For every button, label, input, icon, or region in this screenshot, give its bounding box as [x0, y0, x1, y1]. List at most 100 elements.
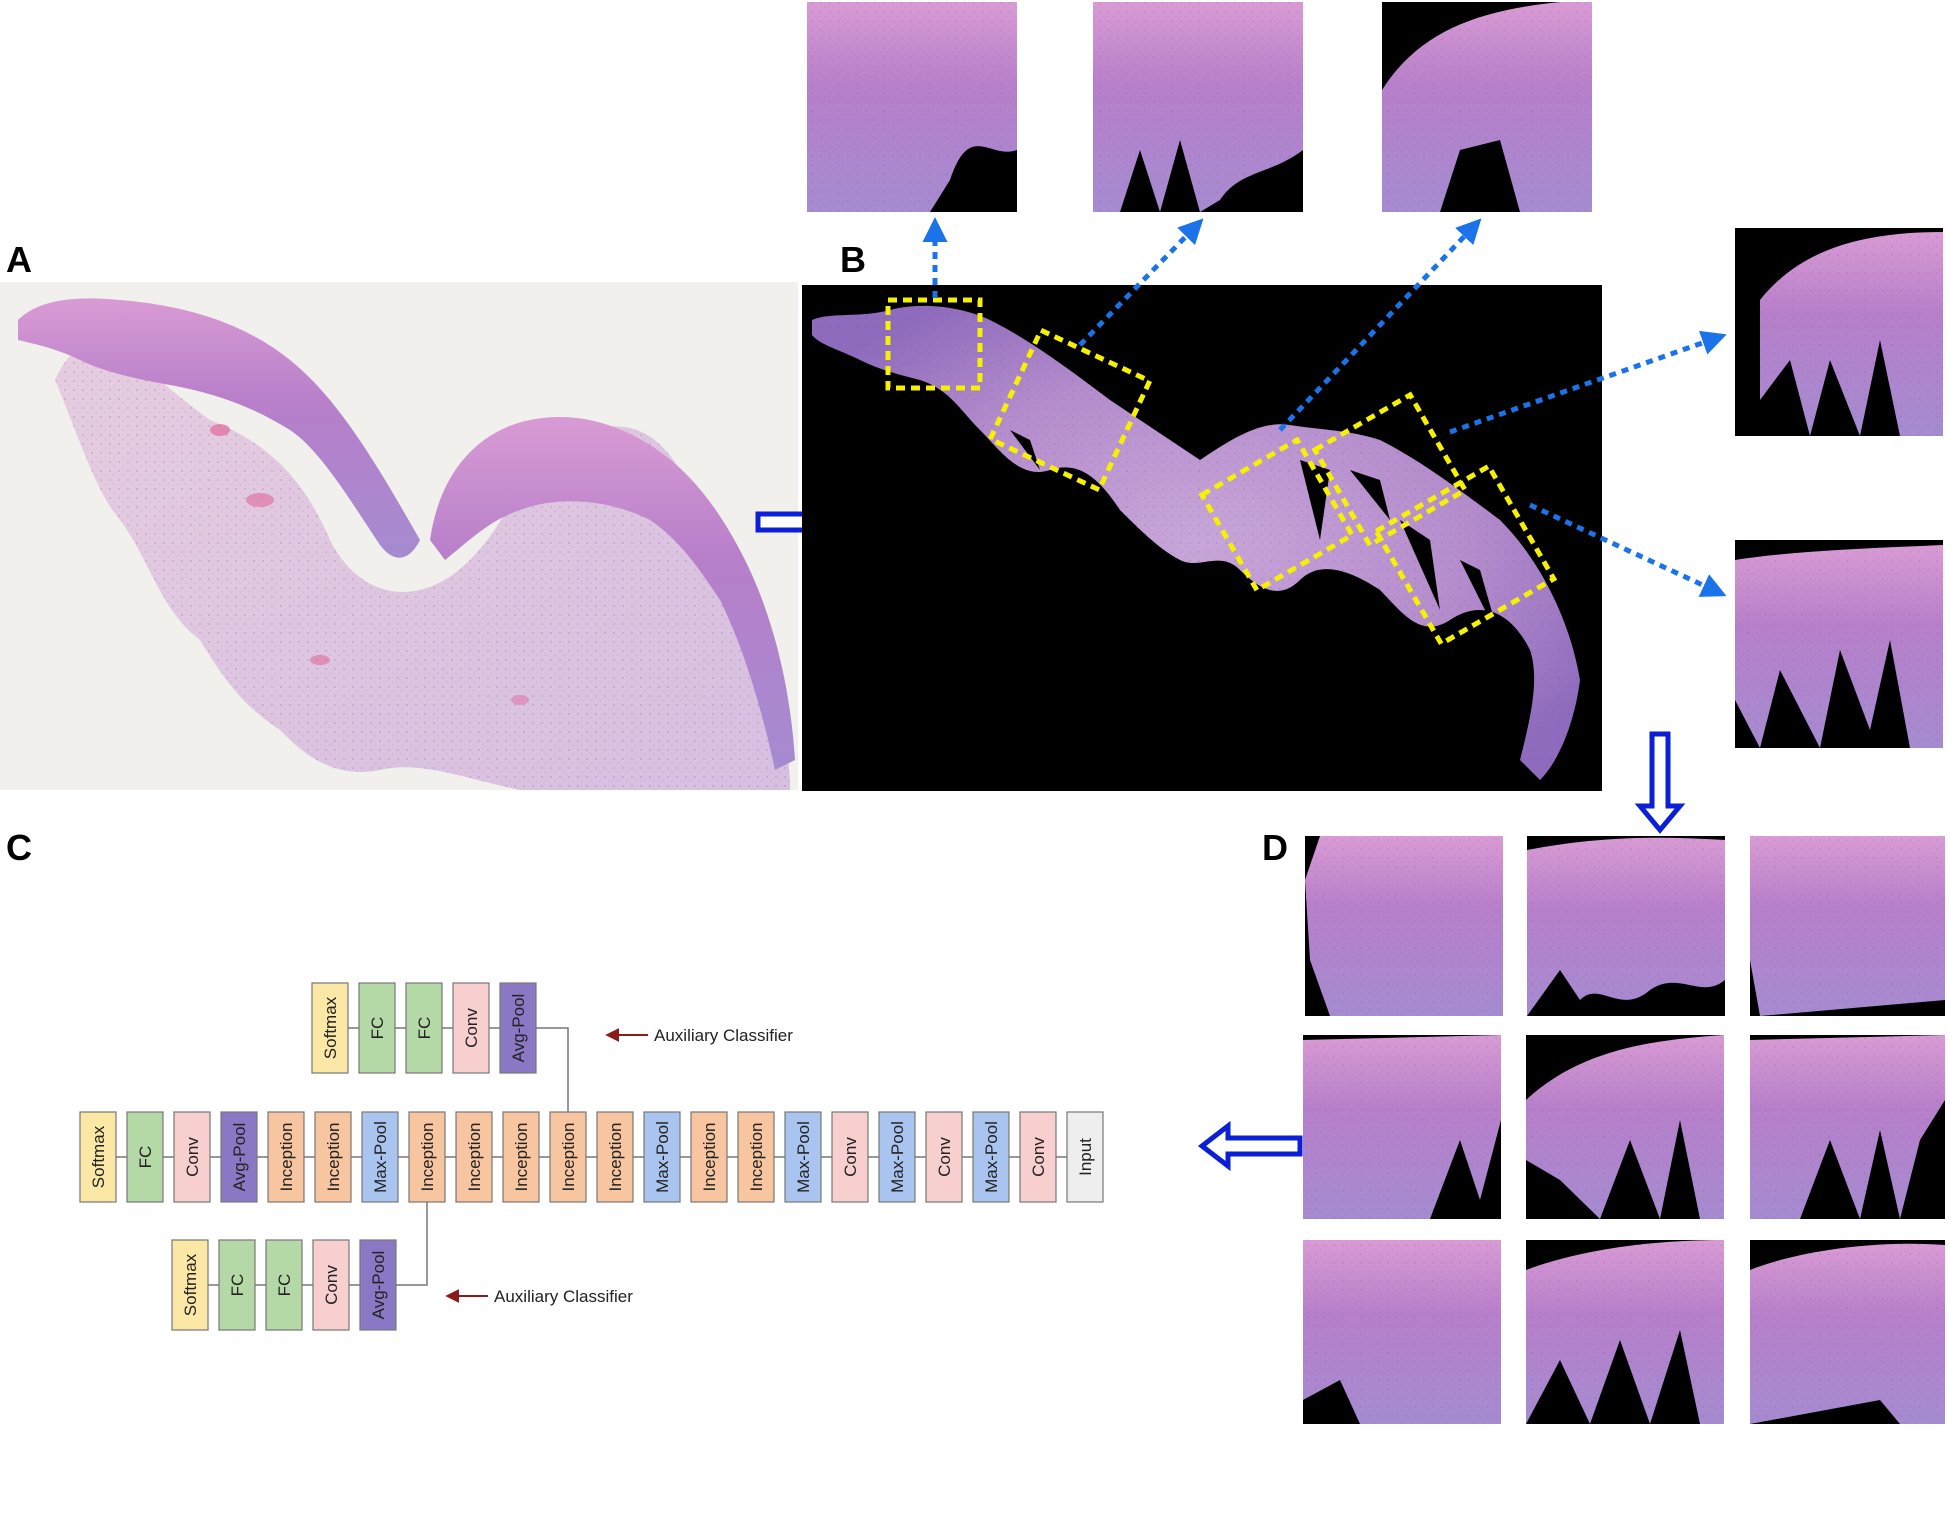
grid-tile [1526, 1035, 1724, 1219]
layer-label-conv: Conv [183, 1137, 202, 1177]
layer-box-inception [408, 1111, 446, 1203]
crop-tile [1735, 540, 1943, 748]
layer-box-avg-pool [220, 1111, 258, 1203]
layer-label-fc: FC [136, 1146, 155, 1169]
connectors [116, 1027, 1067, 1286]
layer-label-inception: Inception [606, 1123, 625, 1192]
crop-tile [807, 2, 1017, 212]
crop-box [885, 297, 983, 391]
layer-label-fc: FC [275, 1274, 294, 1297]
panel-label-b: B [840, 239, 866, 280]
layer-box-softmax [171, 1239, 209, 1331]
layer-box-fc [405, 982, 443, 1074]
layer-box-fc [218, 1239, 256, 1331]
layer-box-conv [173, 1111, 211, 1203]
connector-branch [536, 1027, 569, 1112]
panel-d-tile-grid [1303, 836, 1945, 1424]
layer-label-conv: Conv [462, 1008, 481, 1048]
aux-label-bottom: Auxiliary Classifier [494, 1287, 633, 1306]
layer-box-softmax [311, 982, 349, 1074]
layer-box-max-pool [361, 1111, 399, 1203]
layer-label-inception: Inception [324, 1123, 343, 1192]
layer-box-max-pool [643, 1111, 681, 1203]
layer-box-max-pool [784, 1111, 822, 1203]
crop-tile [1382, 2, 1592, 212]
layer-box-inception [690, 1111, 728, 1203]
layer-label-inception: Inception [277, 1123, 296, 1192]
grid-tile [1526, 1240, 1724, 1424]
panel-label-a: A [6, 239, 32, 280]
layer-box-inception [314, 1111, 352, 1203]
layer-label-softmax: Softmax [181, 1253, 200, 1316]
layer-label-max-pool: Max-Pool [653, 1121, 672, 1193]
grid-tile [1750, 1035, 1945, 1219]
crop-arrows [922, 217, 1727, 597]
layer-box-fc [126, 1111, 164, 1203]
layer-label-max-pool: Max-Pool [794, 1121, 813, 1193]
layer-label-conv: Conv [322, 1265, 341, 1305]
crop-tiles [807, 2, 1943, 748]
crop-box [1198, 436, 1356, 594]
grid-tile [1750, 1240, 1945, 1424]
layer-box-fc [265, 1239, 303, 1331]
panel-label-d: D [1262, 827, 1288, 868]
layer-box-inception [455, 1111, 493, 1203]
layer-box-inception [596, 1111, 634, 1203]
layer-box-max-pool [878, 1111, 916, 1203]
aux-classifier-bottom: Softmax FC FC Conv Avg-Pool [171, 1239, 397, 1331]
layer-label-softmax: Softmax [89, 1125, 108, 1188]
layer-label-inception: Inception [747, 1123, 766, 1192]
crop-box [986, 326, 1154, 494]
layer-label-softmax: Softmax [321, 996, 340, 1059]
grid-tile [1305, 836, 1503, 1016]
layer-box-conv [925, 1111, 963, 1203]
layer-box-inception [737, 1111, 775, 1203]
layer-box-avg-pool [499, 982, 537, 1074]
hollow-arrow-d-to-c [1197, 1120, 1303, 1172]
layer-label-fc: FC [415, 1017, 434, 1040]
layer-label-inception: Inception [418, 1123, 437, 1192]
layer-label-conv: Conv [935, 1137, 954, 1177]
layer-label-input: Input [1076, 1138, 1095, 1176]
panel-a-slide-image [0, 282, 798, 790]
layer-label-max-pool: Max-Pool [888, 1121, 907, 1193]
grid-tile [1303, 1240, 1501, 1424]
layer-box-inception [502, 1111, 540, 1203]
layer-label-fc: FC [368, 1017, 387, 1040]
layer-label-avg-pool: Avg-Pool [230, 1123, 249, 1192]
layer-box-inception [267, 1111, 305, 1203]
connector-branch [396, 1202, 428, 1286]
aux-label-top-group: Auxiliary Classifier [605, 1026, 793, 1045]
layer-label-inception: Inception [465, 1123, 484, 1192]
layer-label-conv: Conv [841, 1137, 860, 1177]
layer-box-conv [312, 1239, 350, 1331]
layer-label-avg-pool: Avg-Pool [509, 994, 528, 1063]
layer-label-max-pool: Max-Pool [371, 1121, 390, 1193]
layer-label-inception: Inception [512, 1123, 531, 1192]
layer-label-avg-pool: Avg-Pool [369, 1251, 388, 1320]
main-chain: Softmax FC Conv Avg-Pool Inception Inception M… [79, 1111, 1104, 1203]
layer-box-conv [1019, 1111, 1057, 1203]
panel-b-segmented-image [802, 285, 1602, 791]
layer-box-input [1066, 1111, 1104, 1203]
grid-tile [1750, 836, 1945, 1016]
layer-box-fc [358, 982, 396, 1074]
aux-label-bottom-group: Auxiliary Classifier [445, 1287, 633, 1306]
layer-box-inception [549, 1111, 587, 1203]
layer-label-conv: Conv [1029, 1137, 1048, 1177]
grid-tile [1303, 1035, 1501, 1219]
aux-label-top: Auxiliary Classifier [654, 1026, 793, 1045]
layer-label-inception: Inception [559, 1123, 578, 1192]
layer-box-conv [452, 982, 490, 1074]
layer-label-inception: Inception [700, 1123, 719, 1192]
aux-classifier-top: Softmax FC FC Conv Avg-Pool [311, 982, 537, 1074]
layer-label-fc: FC [228, 1274, 247, 1297]
layer-box-avg-pool [359, 1239, 397, 1331]
layer-box-conv [831, 1111, 869, 1203]
crop-tile [1093, 2, 1303, 212]
layer-box-max-pool [972, 1111, 1010, 1203]
panel-label-c: C [6, 827, 32, 868]
hollow-arrow-to-d [1634, 731, 1686, 834]
